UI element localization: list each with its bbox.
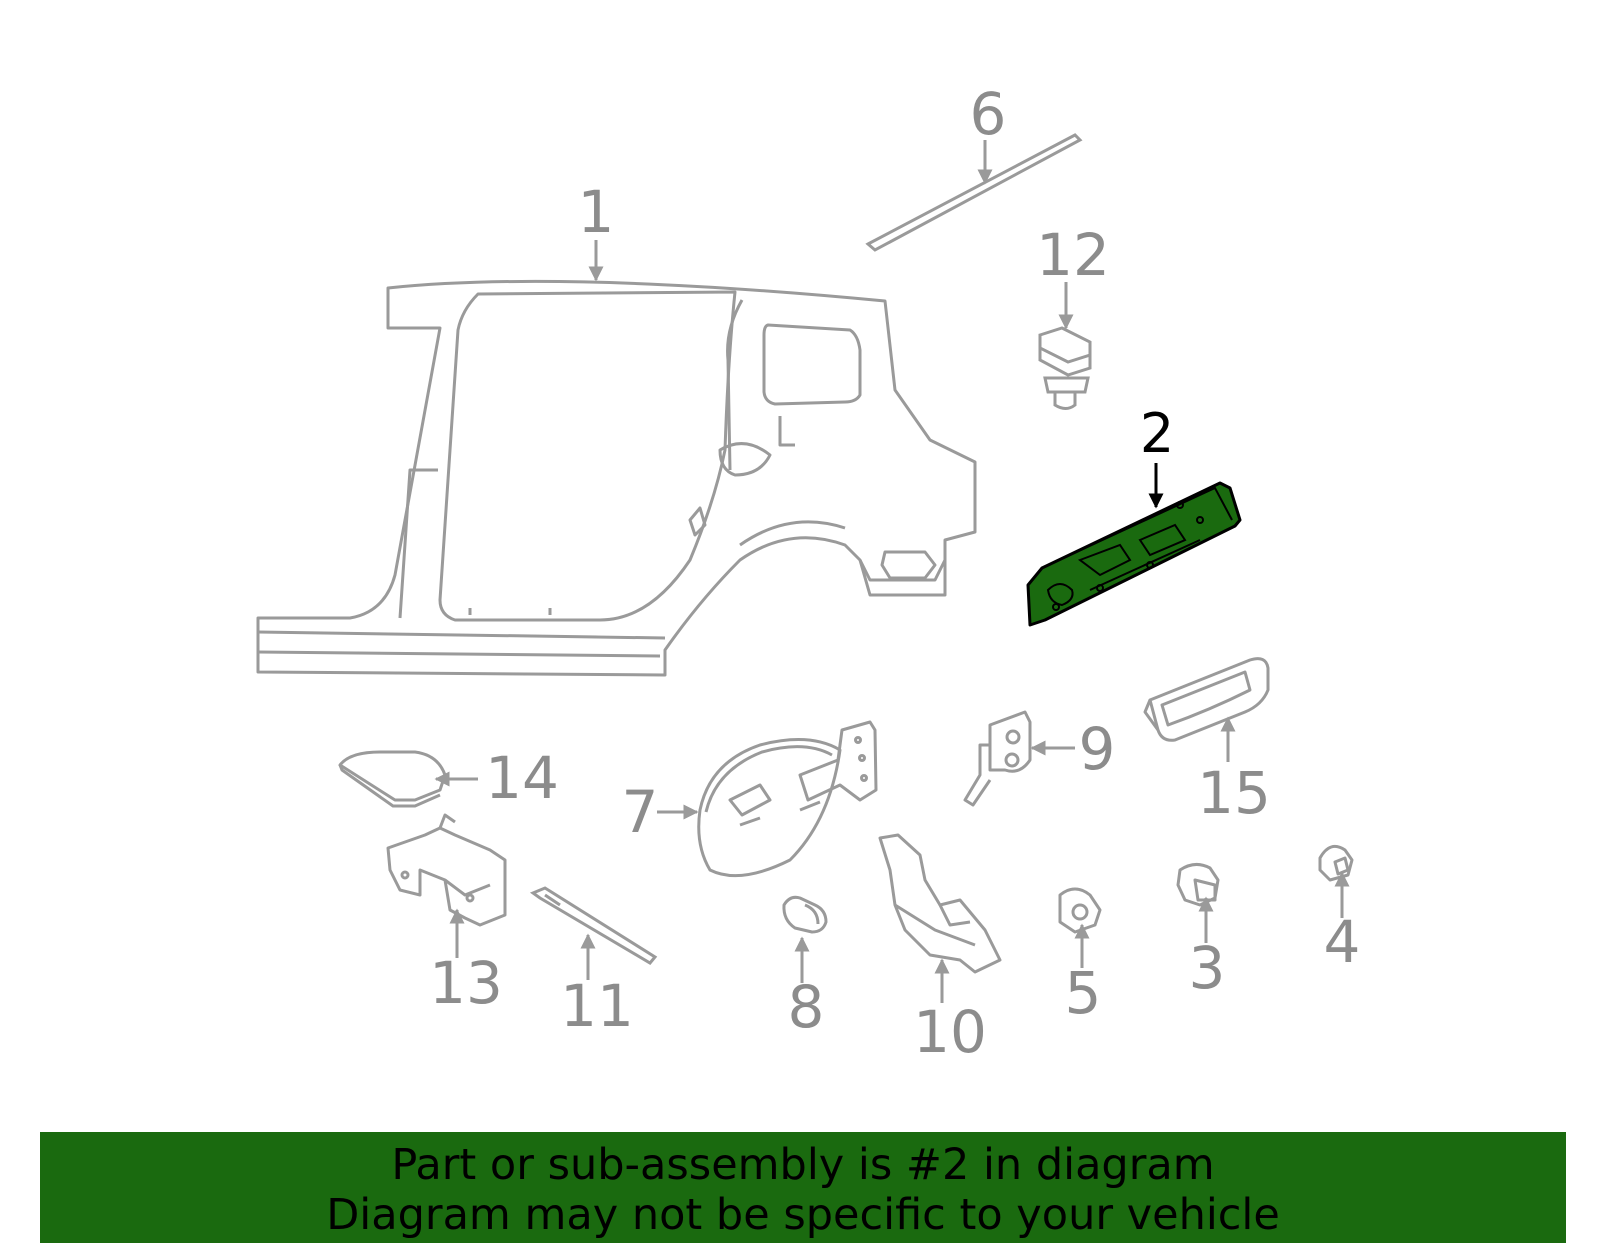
banner-line-2: Diagram may not be specific to your vehi… [326, 1190, 1280, 1240]
callout-15: 15 [1197, 759, 1271, 827]
part-1-body-side-panel [256, 279, 977, 677]
callout-7: 7 [621, 778, 659, 846]
part-4-clip [1318, 844, 1354, 882]
callout-11: 11 [560, 972, 634, 1040]
callout-5: 5 [1064, 959, 1102, 1027]
part-10-bracket [878, 833, 1002, 974]
callout-12: 12 [1036, 221, 1110, 289]
callout-8: 8 [787, 973, 825, 1041]
part-11-rod [529, 886, 658, 965]
callout-10: 10 [913, 998, 987, 1066]
part-3-clip [1176, 863, 1220, 907]
callout-2: 2 [1139, 402, 1175, 465]
part-13-hinge-bracket [386, 813, 507, 927]
callout-3: 3 [1188, 934, 1226, 1002]
part-5-nut [1058, 887, 1102, 934]
part-6-roof-molding [865, 133, 1083, 252]
part-7-fuel-door [697, 720, 878, 878]
callout-14: 14 [485, 744, 559, 812]
banner-line-1: Part or sub-assembly is #2 in diagram [391, 1140, 1215, 1190]
info-banner: Part or sub-assembly is #2 in diagram Di… [40, 1132, 1566, 1243]
part-15-housing [1143, 657, 1270, 742]
part-12-clip [1038, 326, 1092, 410]
part-9-bracket [963, 710, 1032, 807]
leader-arrows [434, 140, 1350, 1003]
callout-1: 1 [577, 178, 615, 246]
part-8-grommet [782, 895, 828, 934]
callout-9: 9 [1078, 715, 1116, 783]
callout-13: 13 [429, 949, 503, 1017]
part-14-cap [338, 750, 447, 808]
callout-4: 4 [1323, 908, 1361, 976]
part-2-extension-panel [1026, 481, 1242, 627]
callout-6: 6 [969, 80, 1007, 148]
